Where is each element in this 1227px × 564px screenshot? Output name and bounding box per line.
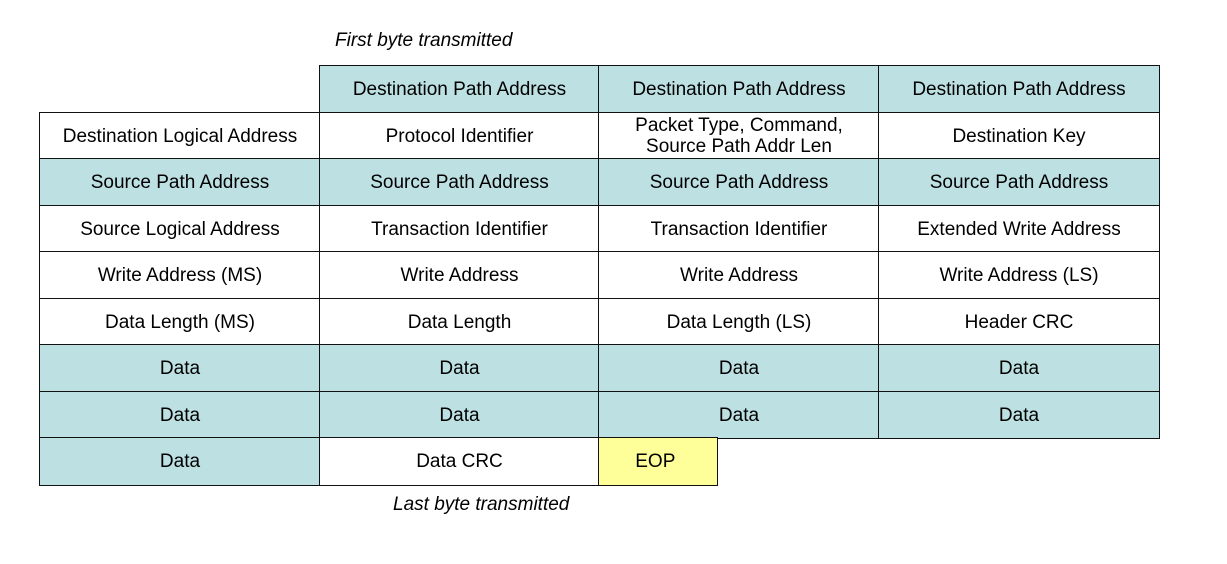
field-cell-data: Data — [598, 391, 880, 439]
field-cell-write-address: Write Address — [319, 251, 600, 300]
field-cell-data: Data — [319, 344, 600, 393]
field-cell-data-crc: Data CRC — [319, 437, 600, 486]
field-cell-transaction-identifier: Transaction Identifier — [319, 205, 600, 253]
field-cell-data-length-ms: Data Length (MS) — [39, 298, 321, 346]
field-cell-data: Data — [39, 437, 321, 486]
field-cell-protocol-identifier: Protocol Identifier — [319, 112, 600, 160]
field-cell-source-logical-address: Source Logical Address — [39, 205, 321, 253]
first-byte-caption: First byte transmitted — [335, 30, 513, 51]
field-cell-data: Data — [39, 344, 321, 393]
field-cell-source-path-address: Source Path Address — [598, 158, 880, 207]
field-cell-data: Data — [39, 391, 321, 439]
field-cell-data: Data — [598, 344, 880, 393]
field-cell-destination-path-address: Destination Path Address — [598, 65, 880, 114]
field-cell-packet-type-command-source-path-addr-len: Packet Type, Command,Source Path Addr Le… — [598, 112, 880, 160]
field-cell-write-address-ls: Write Address (LS) — [878, 251, 1160, 300]
field-cell-destination-logical-address: Destination Logical Address — [39, 112, 321, 160]
field-cell-transaction-identifier: Transaction Identifier — [598, 205, 880, 253]
field-cell-data: Data — [878, 391, 1160, 439]
field-cell-write-address-ms: Write Address (MS) — [39, 251, 321, 300]
field-cell-source-path-address: Source Path Address — [319, 158, 600, 207]
field-cell-extended-write-address: Extended Write Address — [878, 205, 1160, 253]
field-cell-destination-path-address: Destination Path Address — [319, 65, 600, 114]
field-cell-write-address: Write Address — [598, 251, 880, 300]
field-cell-source-path-address: Source Path Address — [878, 158, 1160, 207]
field-cell-destination-key: Destination Key — [878, 112, 1160, 160]
field-cell-source-path-address: Source Path Address — [39, 158, 321, 207]
field-cell-data: Data — [878, 344, 1160, 393]
field-cell-destination-path-address: Destination Path Address — [878, 65, 1160, 114]
field-cell-data-length: Data Length — [319, 298, 600, 346]
field-cell-data: Data — [319, 391, 600, 439]
field-cell-eop: EOP — [598, 437, 718, 486]
field-cell-header-crc: Header CRC — [878, 298, 1160, 346]
field-cell-data-length-ls: Data Length (LS) — [598, 298, 880, 346]
last-byte-caption: Last byte transmitted — [393, 494, 570, 515]
